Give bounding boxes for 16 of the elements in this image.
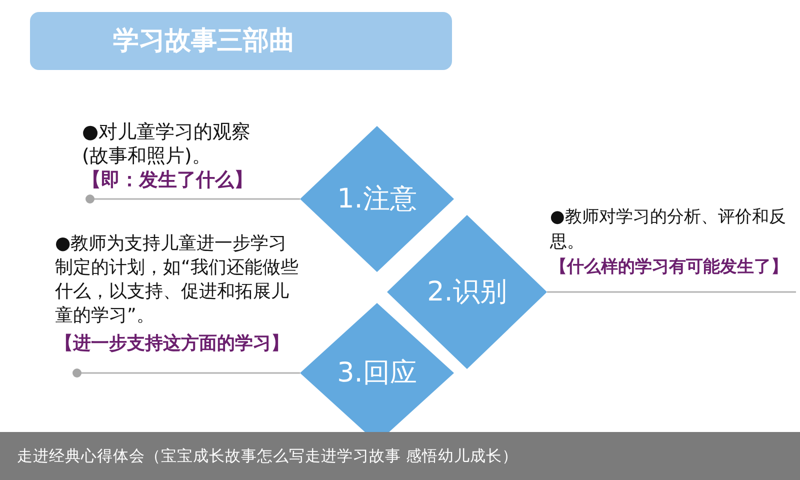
highlight-text: 【即：发生了什么】 bbox=[82, 168, 253, 192]
bullet-text: ●教师为支持儿童进一步学习制定的计划，如“我们还能做些什么，以支持、促进和拓展儿童的学习”。 bbox=[55, 232, 300, 328]
step-diamond bbox=[300, 126, 454, 272]
leader-line bbox=[547, 291, 796, 293]
caption-bar: 走进经典心得体会（宝宝成长故事怎么写走进学习故事 感悟幼儿成长） bbox=[0, 432, 800, 480]
bullet-text: ●对儿童学习的观察(故事和照片)。 bbox=[82, 120, 252, 168]
step-label: 1.注意 bbox=[337, 183, 417, 215]
title-banner: 学习故事三部曲 bbox=[30, 12, 452, 70]
step-label: 3.回应 bbox=[337, 357, 417, 389]
leader-line bbox=[72, 368, 300, 378]
leader-line bbox=[86, 194, 300, 204]
step-label: 2.识别 bbox=[427, 276, 507, 308]
highlight-text: 【进一步支持这方面的学习】 bbox=[55, 332, 289, 356]
step-diamond bbox=[300, 303, 454, 432]
bullet-text: ●教师对学习的分析、评价和反思。 bbox=[550, 206, 787, 254]
highlight-text: 【什么样的学习有可能发生了】 bbox=[550, 256, 788, 279]
